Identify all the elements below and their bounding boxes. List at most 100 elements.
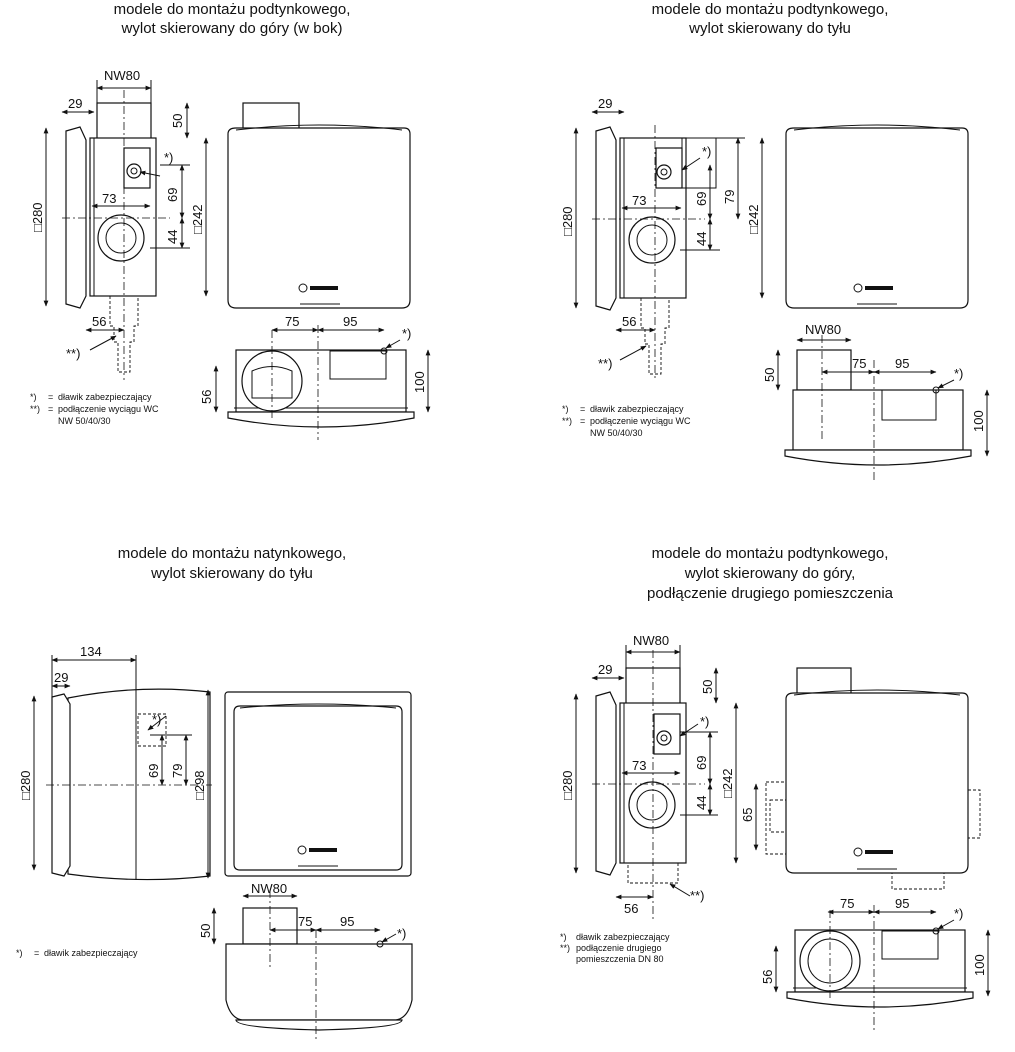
logo-icon <box>309 848 337 852</box>
dim-69: 69 <box>165 188 180 202</box>
marker-star: *) <box>954 366 963 381</box>
logo-icon <box>865 850 893 854</box>
legend: *) = dławik zabezpieczający <box>16 948 138 958</box>
panel-title-line: modele do montażu podtynkowego, <box>652 1 889 18</box>
legend-text: podłączenie drugiego <box>576 943 662 953</box>
dim-75: 75 <box>852 356 866 371</box>
dim-nw80: NW80 <box>251 881 287 896</box>
marker-star: *) <box>702 144 711 159</box>
dim-44: 44 <box>694 232 709 246</box>
dim-56: 56 <box>92 314 106 329</box>
marker-star: *) <box>152 712 161 727</box>
dim-79: 79 <box>170 764 185 778</box>
panel-title-line: modele do montażu podtynkowego, <box>114 1 351 18</box>
panel-top-left: modele do montażu podtynkowego, wylot sk… <box>30 1 431 440</box>
dim-73: 73 <box>632 758 646 773</box>
legend-text: dławik zabezpieczający <box>44 948 138 958</box>
bottom-view: 75 95 100 56 *) <box>199 314 431 440</box>
legend-sep: = <box>580 404 585 414</box>
dim-56: 56 <box>622 314 636 329</box>
dim-75: 75 <box>298 914 312 929</box>
dim-44: 44 <box>165 230 180 244</box>
dim-56-bottom: 56 <box>760 970 775 984</box>
panel-title-line: wylot skierowany do góry (w bok) <box>121 20 343 37</box>
legend-mark: *) <box>562 404 569 414</box>
dim-95: 95 <box>895 896 909 911</box>
dim-242: □242 <box>190 204 205 234</box>
marker-star: *) <box>402 326 411 341</box>
front-view <box>785 124 969 309</box>
legend-mark: *) <box>16 948 23 958</box>
legend-mark: **) <box>562 416 572 426</box>
dim-29: 29 <box>54 670 68 685</box>
legend: *) dławik zabezpieczający **) podłączeni… <box>560 932 670 964</box>
panel-bottom-left: modele do montażu natynkowego, wylot ski… <box>16 545 413 1040</box>
legend-text: podłączenie wyciągu WC <box>590 416 691 426</box>
dim-280: □280 <box>560 206 575 236</box>
legend-text: dławik zabezpieczający <box>590 404 684 414</box>
side-view: 29 □280 73 69 79 □242 44 56 *) **) <box>560 96 765 380</box>
dim-242: □242 <box>746 204 761 234</box>
legend-mark: **) <box>560 943 570 953</box>
side-view: 134 29 □280 69 79 □298 *) <box>18 644 212 881</box>
dim-95: 95 <box>343 314 357 329</box>
front-view: 65 <box>740 667 981 890</box>
dim-56: 56 <box>624 901 638 916</box>
marker-star: *) <box>954 906 963 921</box>
bottom-view: NW80 50 75 95 100 *) <box>762 322 990 480</box>
dim-95: 95 <box>895 356 909 371</box>
marker-star: *) <box>164 150 173 165</box>
legend: *) = dławik zabezpieczający **) = podłąc… <box>30 392 159 426</box>
dim-50: 50 <box>170 114 185 128</box>
panel-bottom-right: modele do montażu podtynkowego, wylot sk… <box>560 545 991 1030</box>
legend-sep: = <box>48 392 53 402</box>
legend-mark: *) <box>560 932 567 942</box>
front-view <box>227 102 411 309</box>
legend-mark: **) <box>30 404 40 414</box>
dim-73: 73 <box>102 191 116 206</box>
dim-242: □242 <box>720 768 735 798</box>
dim-65: 65 <box>740 808 755 822</box>
dim-280: □280 <box>560 770 575 800</box>
panel-title-line: modele do montażu natynkowego, <box>118 545 346 562</box>
dim-50: 50 <box>700 680 715 694</box>
dim-134: 134 <box>80 644 102 659</box>
dim-29: 29 <box>598 96 612 111</box>
logo-icon <box>865 286 893 290</box>
dim-75: 75 <box>285 314 299 329</box>
dim-nw80: NW80 <box>104 68 140 83</box>
dim-100: 100 <box>412 371 427 393</box>
panel-title-line: wylot skierowany do tyłu <box>688 20 851 37</box>
panel-top-right: modele do montażu podtynkowego, wylot sk… <box>560 1 990 480</box>
dim-29: 29 <box>68 96 82 111</box>
front-view <box>224 691 412 877</box>
legend-mark: *) <box>30 392 37 402</box>
bottom-view: 75 95 100 56 *) <box>760 896 991 1030</box>
panel-title-line: podłączenie drugiego pomieszczenia <box>647 585 894 602</box>
dim-69: 69 <box>694 192 709 206</box>
legend-text: dławik zabezpieczający <box>58 392 152 402</box>
logo-icon <box>310 286 338 290</box>
dim-79: 79 <box>722 190 737 204</box>
legend: *) = dławik zabezpieczający **) = podłąc… <box>562 404 691 438</box>
bottom-view: NW80 50 75 95 *) <box>198 881 413 1040</box>
dim-298: □298 <box>192 770 207 800</box>
panel-title-line: modele do montażu podtynkowego, <box>652 545 889 562</box>
dim-280: □280 <box>30 202 45 232</box>
dim-29: 29 <box>598 662 612 677</box>
side-view: NW80 29 50 □280 73 69 □242 44 56 *) **) <box>30 68 209 380</box>
legend-sep: = <box>48 404 53 414</box>
panel-title-line: wylot skierowany do góry, <box>684 565 856 582</box>
dim-95: 95 <box>340 914 354 929</box>
dim-100: 100 <box>971 410 986 432</box>
legend-text: NW 50/40/30 <box>58 416 111 426</box>
dim-280: □280 <box>18 770 33 800</box>
panel-title-line: wylot skierowany do tyłu <box>150 565 313 582</box>
dim-nw80: NW80 <box>805 322 841 337</box>
dim-69: 69 <box>146 764 161 778</box>
legend-sep: = <box>34 948 39 958</box>
dim-75: 75 <box>840 896 854 911</box>
legend-text: dławik zabezpieczający <box>576 932 670 942</box>
dim-50: 50 <box>198 924 213 938</box>
